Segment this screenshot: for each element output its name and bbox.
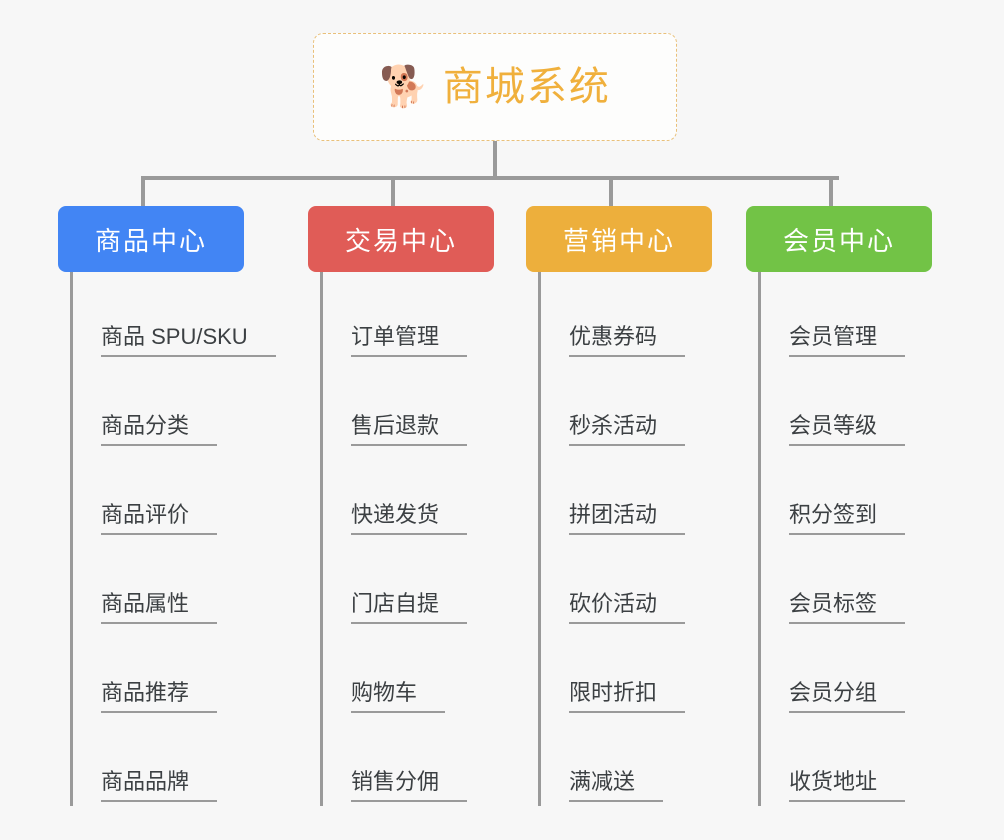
leaf-list-1: 商品 SPU/SKU 商品分类 商品评价 商品属性 商品推荐 商品品牌 [70, 272, 276, 806]
leaf-label: 商品 SPU/SKU [101, 324, 276, 357]
leaf-label: 秒杀活动 [569, 413, 686, 446]
list-item[interactable]: 会员等级 [761, 361, 932, 450]
category-header-3[interactable]: 营销中心 [526, 206, 712, 272]
list-item[interactable]: 会员管理 [761, 272, 932, 361]
category-label-3: 营销中心 [562, 225, 675, 256]
leaf-label: 拼团活动 [569, 502, 686, 535]
category-label-1: 商品中心 [94, 225, 207, 256]
leaf-label: 满减送 [569, 769, 664, 802]
leaf-label: 砍价活动 [569, 591, 686, 624]
list-item[interactable]: 快递发货 [323, 450, 494, 539]
leaf-label: 购物车 [351, 680, 446, 713]
category-column-4: 会员中心 会员管理 会员等级 积分签到 会员标签 会员分组 收货地址 [746, 206, 932, 806]
leaf-label: 商品品牌 [101, 769, 218, 802]
leaf-label: 快递发货 [351, 502, 468, 535]
leaf-list-3: 优惠券码 秒杀活动 拼团活动 砍价活动 限时折扣 满减送 [538, 272, 712, 806]
connector-root-stem [493, 141, 497, 179]
connector-drop-1 [141, 179, 145, 209]
leaf-label: 会员管理 [789, 324, 906, 357]
leaf-label: 会员分组 [789, 680, 906, 713]
leaf-label: 商品分类 [101, 413, 218, 446]
category-header-2[interactable]: 交易中心 [308, 206, 494, 272]
connector-horizontal-bus [141, 176, 839, 180]
list-item[interactable]: 订单管理 [323, 272, 494, 361]
leaf-label: 售后退款 [351, 413, 468, 446]
category-header-4[interactable]: 会员中心 [746, 206, 932, 272]
category-label-2: 交易中心 [344, 225, 457, 256]
category-label-4: 会员中心 [782, 225, 895, 256]
leaf-label: 销售分佣 [351, 769, 468, 802]
category-column-1: 商品中心 商品 SPU/SKU 商品分类 商品评价 商品属性 商品推荐 商品品牌 [58, 206, 276, 806]
connector-drop-2 [391, 179, 395, 209]
list-item[interactable]: 秒杀活动 [541, 361, 712, 450]
list-item[interactable]: 会员标签 [761, 539, 932, 628]
leaf-label: 门店自提 [351, 591, 468, 624]
list-item[interactable]: 限时折扣 [541, 628, 712, 717]
leaf-label: 商品属性 [101, 591, 218, 624]
list-item[interactable]: 商品评价 [73, 450, 244, 539]
root-title: 商城系统 [442, 65, 611, 109]
root-node[interactable]: 🐕 商城系统 [313, 33, 677, 141]
connector-drop-4 [829, 179, 833, 209]
list-item[interactable]: 售后退款 [323, 361, 494, 450]
list-item[interactable]: 门店自提 [323, 539, 494, 628]
leaf-label: 商品推荐 [101, 680, 218, 713]
leaf-label: 会员等级 [789, 413, 906, 446]
list-item[interactable]: 满减送 [541, 717, 712, 806]
list-item[interactable]: 拼团活动 [541, 450, 712, 539]
shiba-dog-face-icon: 🐕 [379, 65, 429, 109]
leaf-list-4: 会员管理 会员等级 积分签到 会员标签 会员分组 收货地址 [758, 272, 932, 806]
connector-drop-3 [609, 179, 613, 209]
leaf-label: 收货地址 [789, 769, 906, 802]
list-item[interactable]: 商品推荐 [73, 628, 244, 717]
leaf-label: 订单管理 [351, 324, 468, 357]
list-item[interactable]: 收货地址 [761, 717, 932, 806]
category-column-2: 交易中心 订单管理 售后退款 快递发货 门店自提 购物车 销售分佣 [308, 206, 494, 806]
leaf-label: 限时折扣 [569, 680, 686, 713]
list-item[interactable]: 商品分类 [73, 361, 244, 450]
leaf-list-2: 订单管理 售后退款 快递发货 门店自提 购物车 销售分佣 [320, 272, 494, 806]
category-header-1[interactable]: 商品中心 [58, 206, 244, 272]
leaf-label: 优惠券码 [569, 324, 686, 357]
leaf-label: 会员标签 [789, 591, 906, 624]
list-item[interactable]: 商品品牌 [73, 717, 244, 806]
leaf-label: 商品评价 [101, 502, 218, 535]
list-item[interactable]: 商品属性 [73, 539, 244, 628]
list-item[interactable]: 优惠券码 [541, 272, 712, 361]
list-item[interactable]: 会员分组 [761, 628, 932, 717]
list-item[interactable]: 砍价活动 [541, 539, 712, 628]
list-item[interactable]: 积分签到 [761, 450, 932, 539]
list-item[interactable]: 销售分佣 [323, 717, 494, 806]
list-item[interactable]: 购物车 [323, 628, 494, 717]
leaf-label: 积分签到 [789, 502, 906, 535]
list-item[interactable]: 商品 SPU/SKU [73, 272, 276, 361]
category-column-3: 营销中心 优惠券码 秒杀活动 拼团活动 砍价活动 限时折扣 满减送 [526, 206, 712, 806]
